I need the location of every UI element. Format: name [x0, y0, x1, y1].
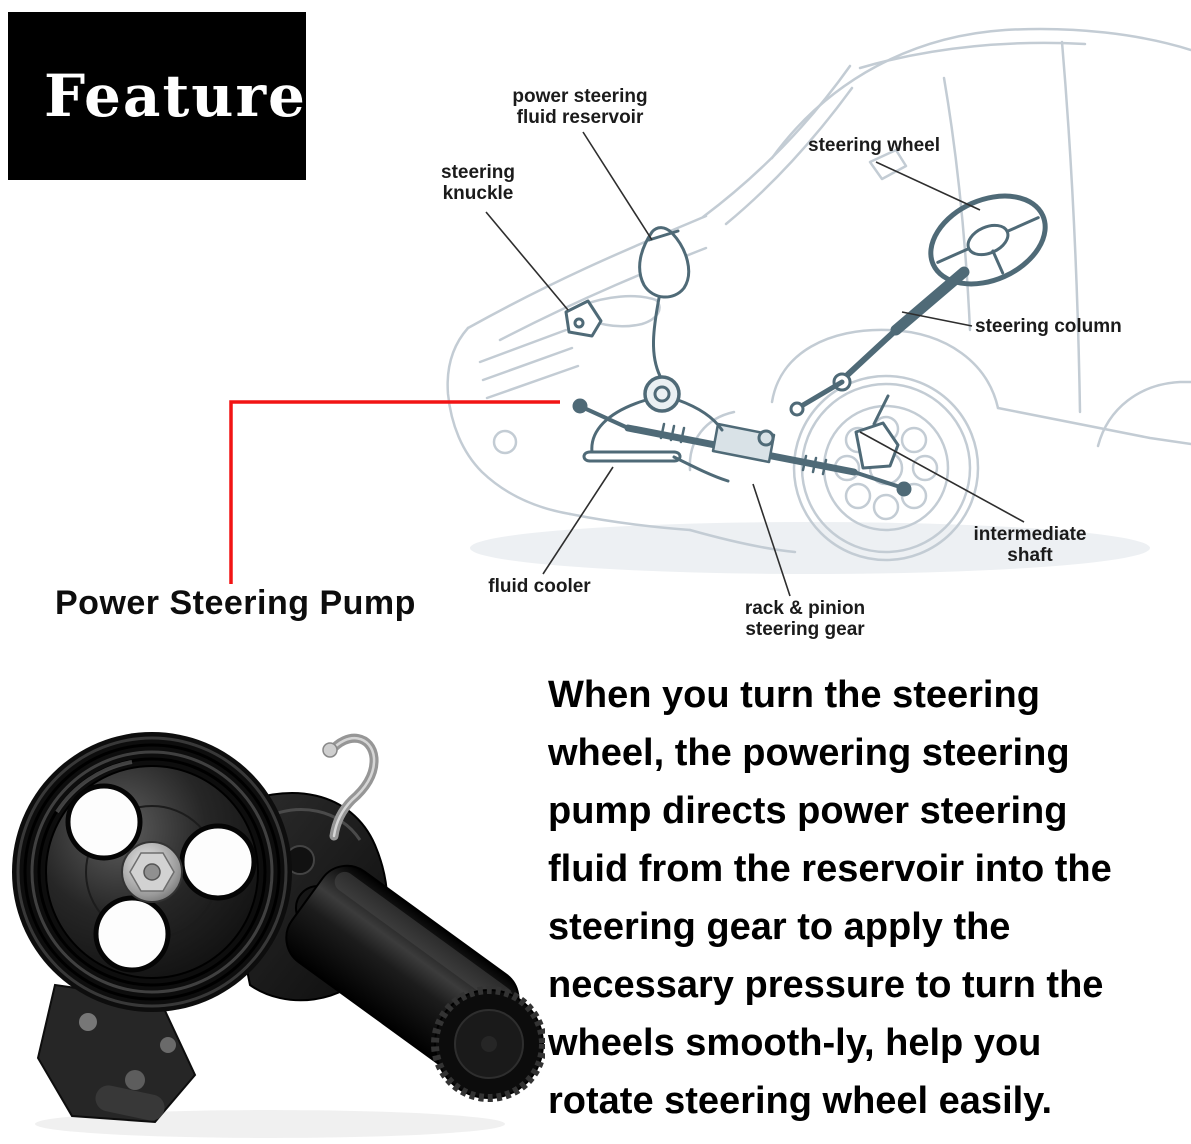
steering-system — [564, 193, 1048, 497]
feature-banner: Feature — [8, 12, 306, 180]
steering-column-drawing — [890, 266, 970, 336]
pump-pulley — [12, 732, 292, 1012]
label-rack-pinion-steering-gear: rack & pinion steering gear — [730, 598, 880, 640]
label-line: power steering — [512, 86, 648, 107]
label-steering-knuckle: steering knuckle — [428, 162, 528, 204]
fluid-cooler-drawing — [588, 450, 676, 463]
reservoir-drawing — [638, 226, 691, 299]
label-line: shaft — [1007, 545, 1053, 566]
label-line: fluid reservoir — [516, 107, 644, 128]
label-line: steering — [441, 162, 515, 183]
pump-mounting-bracket — [36, 983, 197, 1124]
description-line: rotate steering wheel easily. — [548, 1080, 1053, 1122]
description-line: wheels smooth-ly, help you — [548, 1022, 1042, 1064]
label-line: knuckle — [442, 183, 514, 204]
label-line: steering wheel — [808, 135, 940, 156]
label-power-steering-fluid-reservoir: power steering fluid reservoir — [495, 86, 665, 128]
car-shadow — [470, 522, 1150, 574]
steering-knuckle-drawing — [564, 299, 603, 338]
description-line: necessary pressure to turn the — [548, 964, 1104, 1006]
label-line: steering column — [975, 316, 1122, 337]
steering-wheel-drawing — [928, 193, 1048, 287]
fluid-reservoir — [285, 864, 545, 1102]
label-line: intermediate — [973, 524, 1087, 545]
label-steering-wheel: steering wheel — [798, 135, 950, 156]
pump-drawing — [643, 375, 681, 413]
label-line: steering gear — [745, 619, 865, 640]
car-steering-diagram — [229, 27, 1191, 597]
power-steering-pump-photo — [12, 732, 545, 1138]
description-line: pump directs power steering — [548, 790, 1068, 832]
metal-tube — [322, 733, 379, 841]
feature-banner-title: Feature — [44, 62, 307, 130]
label-line: rack & pinion — [744, 598, 866, 619]
label-leader-lines — [485, 131, 1025, 597]
label-intermediate-shaft: intermediate shaft — [965, 524, 1095, 566]
description-line: When you turn the steering — [548, 674, 1040, 716]
label-steering-column: steering column — [975, 316, 1135, 337]
description-line: fluid from the reservoir into the — [548, 848, 1112, 890]
description-text: When you turn the steering wheel, the po… — [548, 666, 1163, 1130]
label-fluid-cooler: fluid cooler — [487, 576, 592, 597]
description-line: steering gear to apply the — [548, 906, 1011, 948]
intermediate-shaft-drawing — [795, 379, 845, 411]
pump-callout-line — [229, 400, 560, 584]
label-line: fluid cooler — [488, 576, 591, 597]
description-line: wheel, the powering steering — [548, 732, 1070, 774]
power-steering-pump-label: Power Steering Pump — [55, 584, 416, 622]
